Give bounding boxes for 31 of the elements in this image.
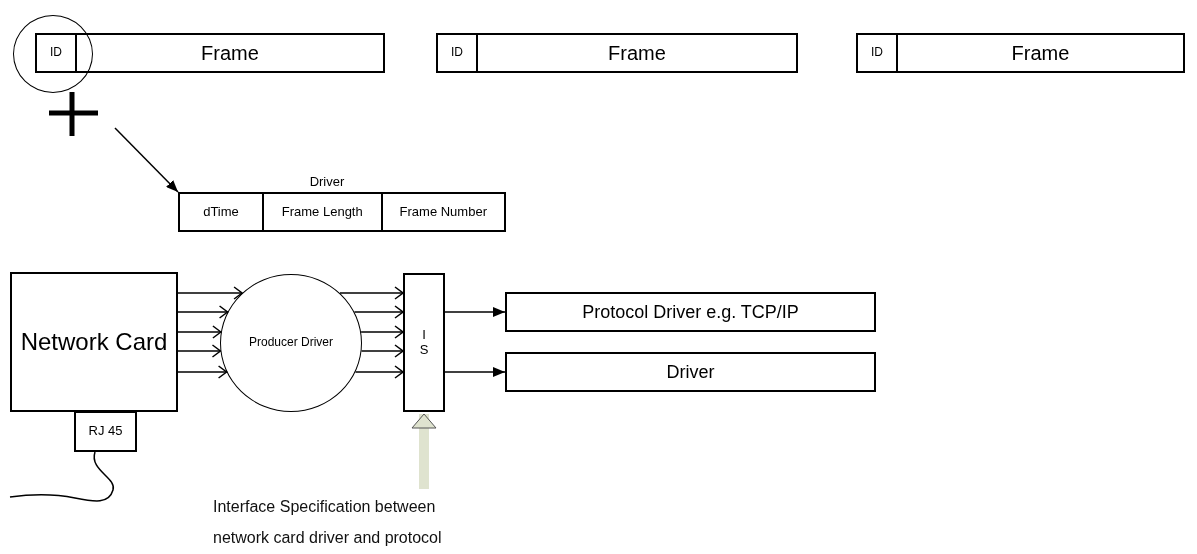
interface-box: I S — [403, 273, 445, 412]
process-box: Protocol Driver e.g. TCP/IP — [505, 292, 876, 332]
process-box: Driver — [505, 352, 876, 392]
arrow — [360, 344, 404, 358]
cable-line — [9, 451, 115, 502]
block-arrow — [411, 413, 437, 489]
arrow — [177, 344, 222, 358]
arrow — [444, 307, 506, 317]
process-box: Frame — [896, 33, 1185, 73]
arrow — [177, 286, 243, 300]
process-box: Frame — [476, 33, 798, 73]
arrow — [444, 367, 506, 377]
arrow — [177, 325, 222, 339]
arrow — [353, 305, 404, 319]
arrow — [177, 365, 228, 379]
arrow — [177, 305, 229, 319]
field-cell: dTime — [180, 194, 262, 230]
field-cell: Frame Length — [261, 194, 381, 230]
process-box: ID — [856, 33, 898, 73]
process-box: RJ 45 — [74, 411, 137, 452]
process-box: ID — [436, 33, 478, 73]
note-text: Interface Specification between network card driver and protocol — [213, 491, 475, 553]
process-box: Frame — [75, 33, 385, 73]
table-heading: Driver — [308, 173, 346, 191]
arrow — [339, 286, 404, 300]
arrow — [354, 365, 404, 379]
arrow — [114, 127, 179, 193]
process-box: Network Card — [10, 272, 178, 412]
process-box: ID — [35, 33, 77, 73]
arrow — [360, 325, 404, 339]
field-cell: Frame Number — [380, 194, 504, 230]
